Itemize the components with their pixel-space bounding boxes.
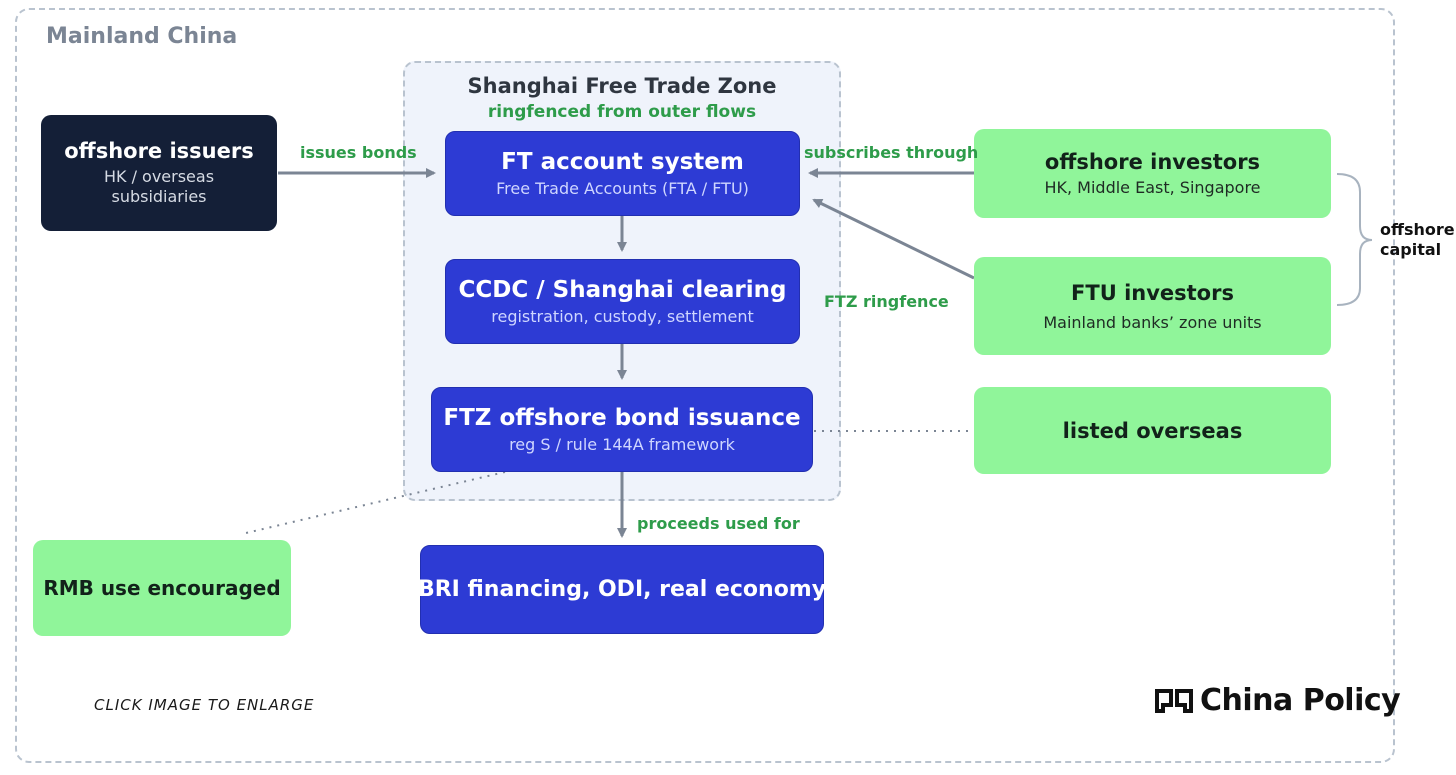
ccdc-clearing-sub: registration, custody, settlement — [491, 307, 754, 326]
node-listed-overseas: listed overseas — [974, 387, 1331, 474]
ft-account-system-title: FT account system — [501, 149, 744, 175]
node-offshore-investors: offshore investors HK, Middle East, Sing… — [974, 129, 1331, 218]
click-to-enlarge-note[interactable]: CLICK IMAGE TO ENLARGE — [94, 696, 315, 714]
offshore-capital-label: offshore capital — [1380, 220, 1455, 260]
ft-account-system-sub: Free Trade Accounts (FTA / FTU) — [496, 179, 749, 198]
offshore-issuers-title: offshore issuers — [64, 139, 254, 163]
offshore-issuers-sub-1: HK / overseas — [103, 167, 215, 186]
rmb-use-title: RMB use encouraged — [43, 576, 281, 600]
label-ftz-ringfence: FTZ ringfence — [824, 292, 949, 311]
china-policy-logo-icon — [1155, 688, 1193, 713]
region-label: Mainland China — [46, 24, 238, 49]
ccdc-clearing-title: CCDC / Shanghai clearing — [458, 277, 787, 303]
node-ftz-bond-issuance: FTZ offshore bond issuance reg S / rule … — [431, 387, 813, 472]
offshore-investors-title: offshore investors — [1044, 150, 1261, 174]
label-subscribes-through: subscribes through — [804, 143, 979, 162]
ftz-title: Shanghai Free Trade Zone — [467, 74, 777, 98]
offshore-investors-sub: HK, Middle East, Singapore — [1044, 178, 1261, 197]
bri-financing-title: BRI financing, ODI, real economy — [417, 577, 827, 602]
china-policy-logo-text: China Policy — [1200, 683, 1401, 718]
mainland-china-region — [15, 8, 1395, 763]
label-proceeds-used-for: proceeds used for — [637, 514, 800, 533]
edge-ftu-ringfence — [812, 198, 975, 280]
ftu-investors-sub: Mainland banks’ zone units — [1043, 312, 1262, 332]
offshore-capital-line1: offshore — [1380, 220, 1455, 239]
node-rmb-use: RMB use encouraged — [33, 540, 291, 636]
node-ftu-investors: FTU investors Mainland banks’ zone units — [974, 257, 1331, 355]
edge-issuance-rmb-use — [245, 471, 506, 534]
node-ccdc-clearing: CCDC / Shanghai clearing registration, c… — [445, 259, 800, 344]
label-issues-bonds: issues bonds — [300, 143, 417, 162]
ftz-subtitle: ringfenced from outer flows — [487, 102, 757, 122]
ftz-bond-issuance-sub: reg S / rule 144A framework — [509, 435, 735, 454]
node-bri-financing: BRI financing, ODI, real economy — [417, 545, 827, 634]
node-ft-account-system: FT account system Free Trade Accounts (F… — [445, 131, 800, 216]
ftu-investors-title: FTU investors — [1071, 280, 1234, 305]
node-offshore-issuers: offshore issuers HK / overseas subsidiar… — [41, 115, 277, 231]
ftz-bond-issuance-title: FTZ offshore bond issuance — [443, 405, 801, 431]
china-policy-logo: China Policy — [1154, 683, 1401, 718]
offshore-capital-bracket — [1336, 173, 1373, 306]
offshore-issuers-sub-2: subsidiaries — [111, 187, 207, 206]
listed-overseas-title: listed overseas — [1062, 418, 1243, 443]
offshore-capital-line2: capital — [1380, 240, 1442, 259]
